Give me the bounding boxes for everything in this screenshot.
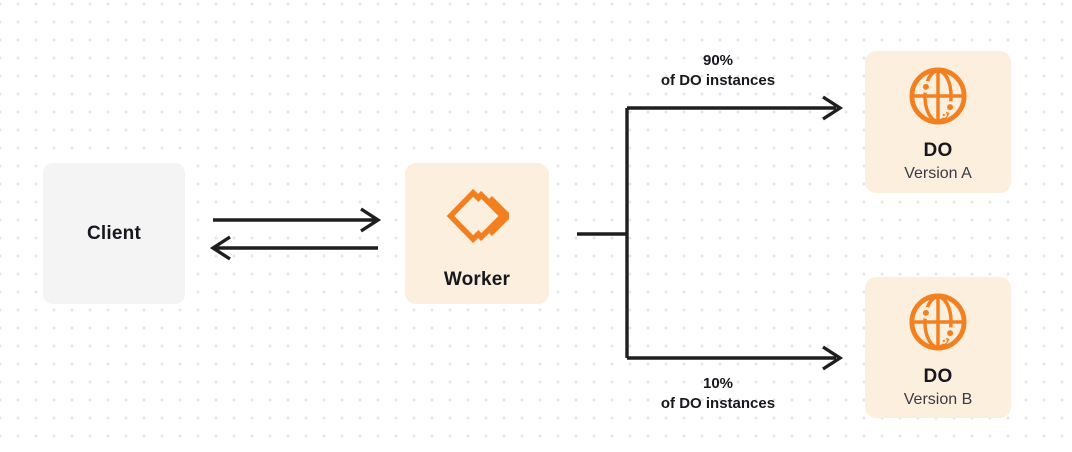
worker-branch-trunk: [577, 108, 629, 358]
worker-to-client-arrow: [209, 235, 378, 261]
do-version-b-node: DO Version B: [865, 277, 1011, 418]
durable-object-globe-icon: [909, 67, 967, 140]
do-version-a-node: DO Version A: [865, 51, 1011, 193]
client-to-worker-arrow: [213, 207, 382, 233]
top-branch-caption: of DO instances: [660, 72, 776, 89]
worker-node: Worker: [405, 163, 549, 304]
do-b-subtitle: Version B: [903, 390, 973, 408]
bottom-branch-label: 10% of DO instances: [618, 374, 818, 414]
worker-label: Worker: [443, 269, 511, 290]
do-a-title: DO: [923, 140, 953, 161]
branch-arrow-version-b: [627, 345, 844, 371]
do-b-title: DO: [923, 365, 953, 387]
top-branch-label: 90% of DO instances: [618, 51, 818, 91]
top-branch-percent: 90%: [702, 52, 734, 69]
cloudflare-workers-logo-icon: [445, 182, 512, 255]
bottom-branch-caption: of DO instances: [660, 395, 776, 412]
durable-object-globe-icon: [909, 292, 967, 366]
client-label: Client: [87, 222, 141, 244]
bottom-branch-percent: 10%: [702, 375, 734, 392]
branch-arrow-version-a: [627, 95, 844, 121]
do-a-subtitle: Version A: [904, 165, 972, 182]
client-node: Client: [43, 163, 185, 304]
